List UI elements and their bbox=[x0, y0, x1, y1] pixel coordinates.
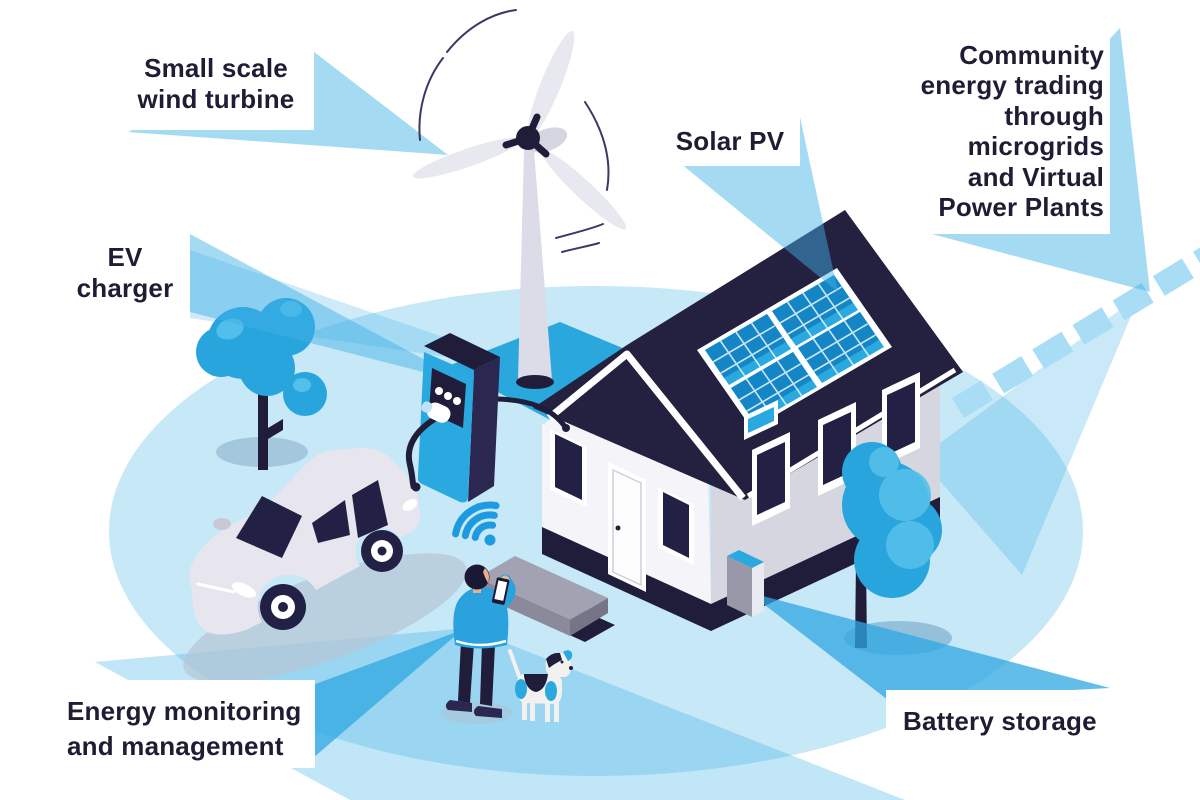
callout-ray-battery bbox=[748, 592, 1110, 700]
person-with-smartphone bbox=[441, 564, 516, 724]
side-window-clerestory bbox=[744, 400, 778, 440]
turbine-motion-arcs bbox=[418, 9, 610, 253]
car-wheel-front bbox=[260, 584, 306, 630]
label-battery-storage-text: Battery storage bbox=[903, 706, 1097, 736]
label-community-trading: Community energy trading through microgr… bbox=[916, 24, 1110, 234]
side-window-1 bbox=[752, 432, 790, 526]
electric-car bbox=[183, 448, 467, 683]
front-window-right bbox=[658, 487, 694, 565]
turbine-blades bbox=[413, 31, 627, 230]
label-wind-turbine: Small scale wind turbine bbox=[118, 40, 314, 130]
solar-panels bbox=[697, 268, 892, 429]
callout-ray-ev bbox=[190, 234, 470, 384]
wifi-icon bbox=[452, 501, 500, 546]
callout-ray-monitoring bbox=[306, 630, 462, 764]
label-ev-charger: EV charger bbox=[60, 228, 190, 314]
label-energy-monitoring: Energy monitoring and management bbox=[55, 680, 315, 768]
label-battery-storage: Battery storage bbox=[886, 690, 1110, 762]
label-solar-pv: Solar PV bbox=[660, 106, 800, 166]
front-window-left bbox=[550, 429, 587, 507]
front-door bbox=[608, 462, 646, 592]
house bbox=[470, 210, 963, 642]
car-windows bbox=[236, 480, 388, 558]
label-solar-pv-text: Solar PV bbox=[675, 126, 785, 156]
side-window-3 bbox=[882, 372, 920, 466]
label-energy-monitoring-text: Energy monitoring and management bbox=[67, 696, 302, 762]
dog bbox=[508, 649, 573, 722]
tree-left bbox=[196, 298, 327, 470]
smartphone bbox=[492, 577, 510, 605]
label-ev-charger-text: EV charger bbox=[76, 242, 174, 303]
car-wheel-rear bbox=[361, 530, 403, 572]
label-community-trading-text: Community energy trading through microgr… bbox=[920, 40, 1104, 223]
microgrid-dashed-link bbox=[952, 247, 1200, 418]
charger-plug bbox=[421, 401, 451, 423]
ev-charger bbox=[405, 333, 570, 503]
battery-unit bbox=[727, 550, 764, 617]
label-wind-turbine-text: Small scale wind turbine bbox=[137, 53, 295, 114]
